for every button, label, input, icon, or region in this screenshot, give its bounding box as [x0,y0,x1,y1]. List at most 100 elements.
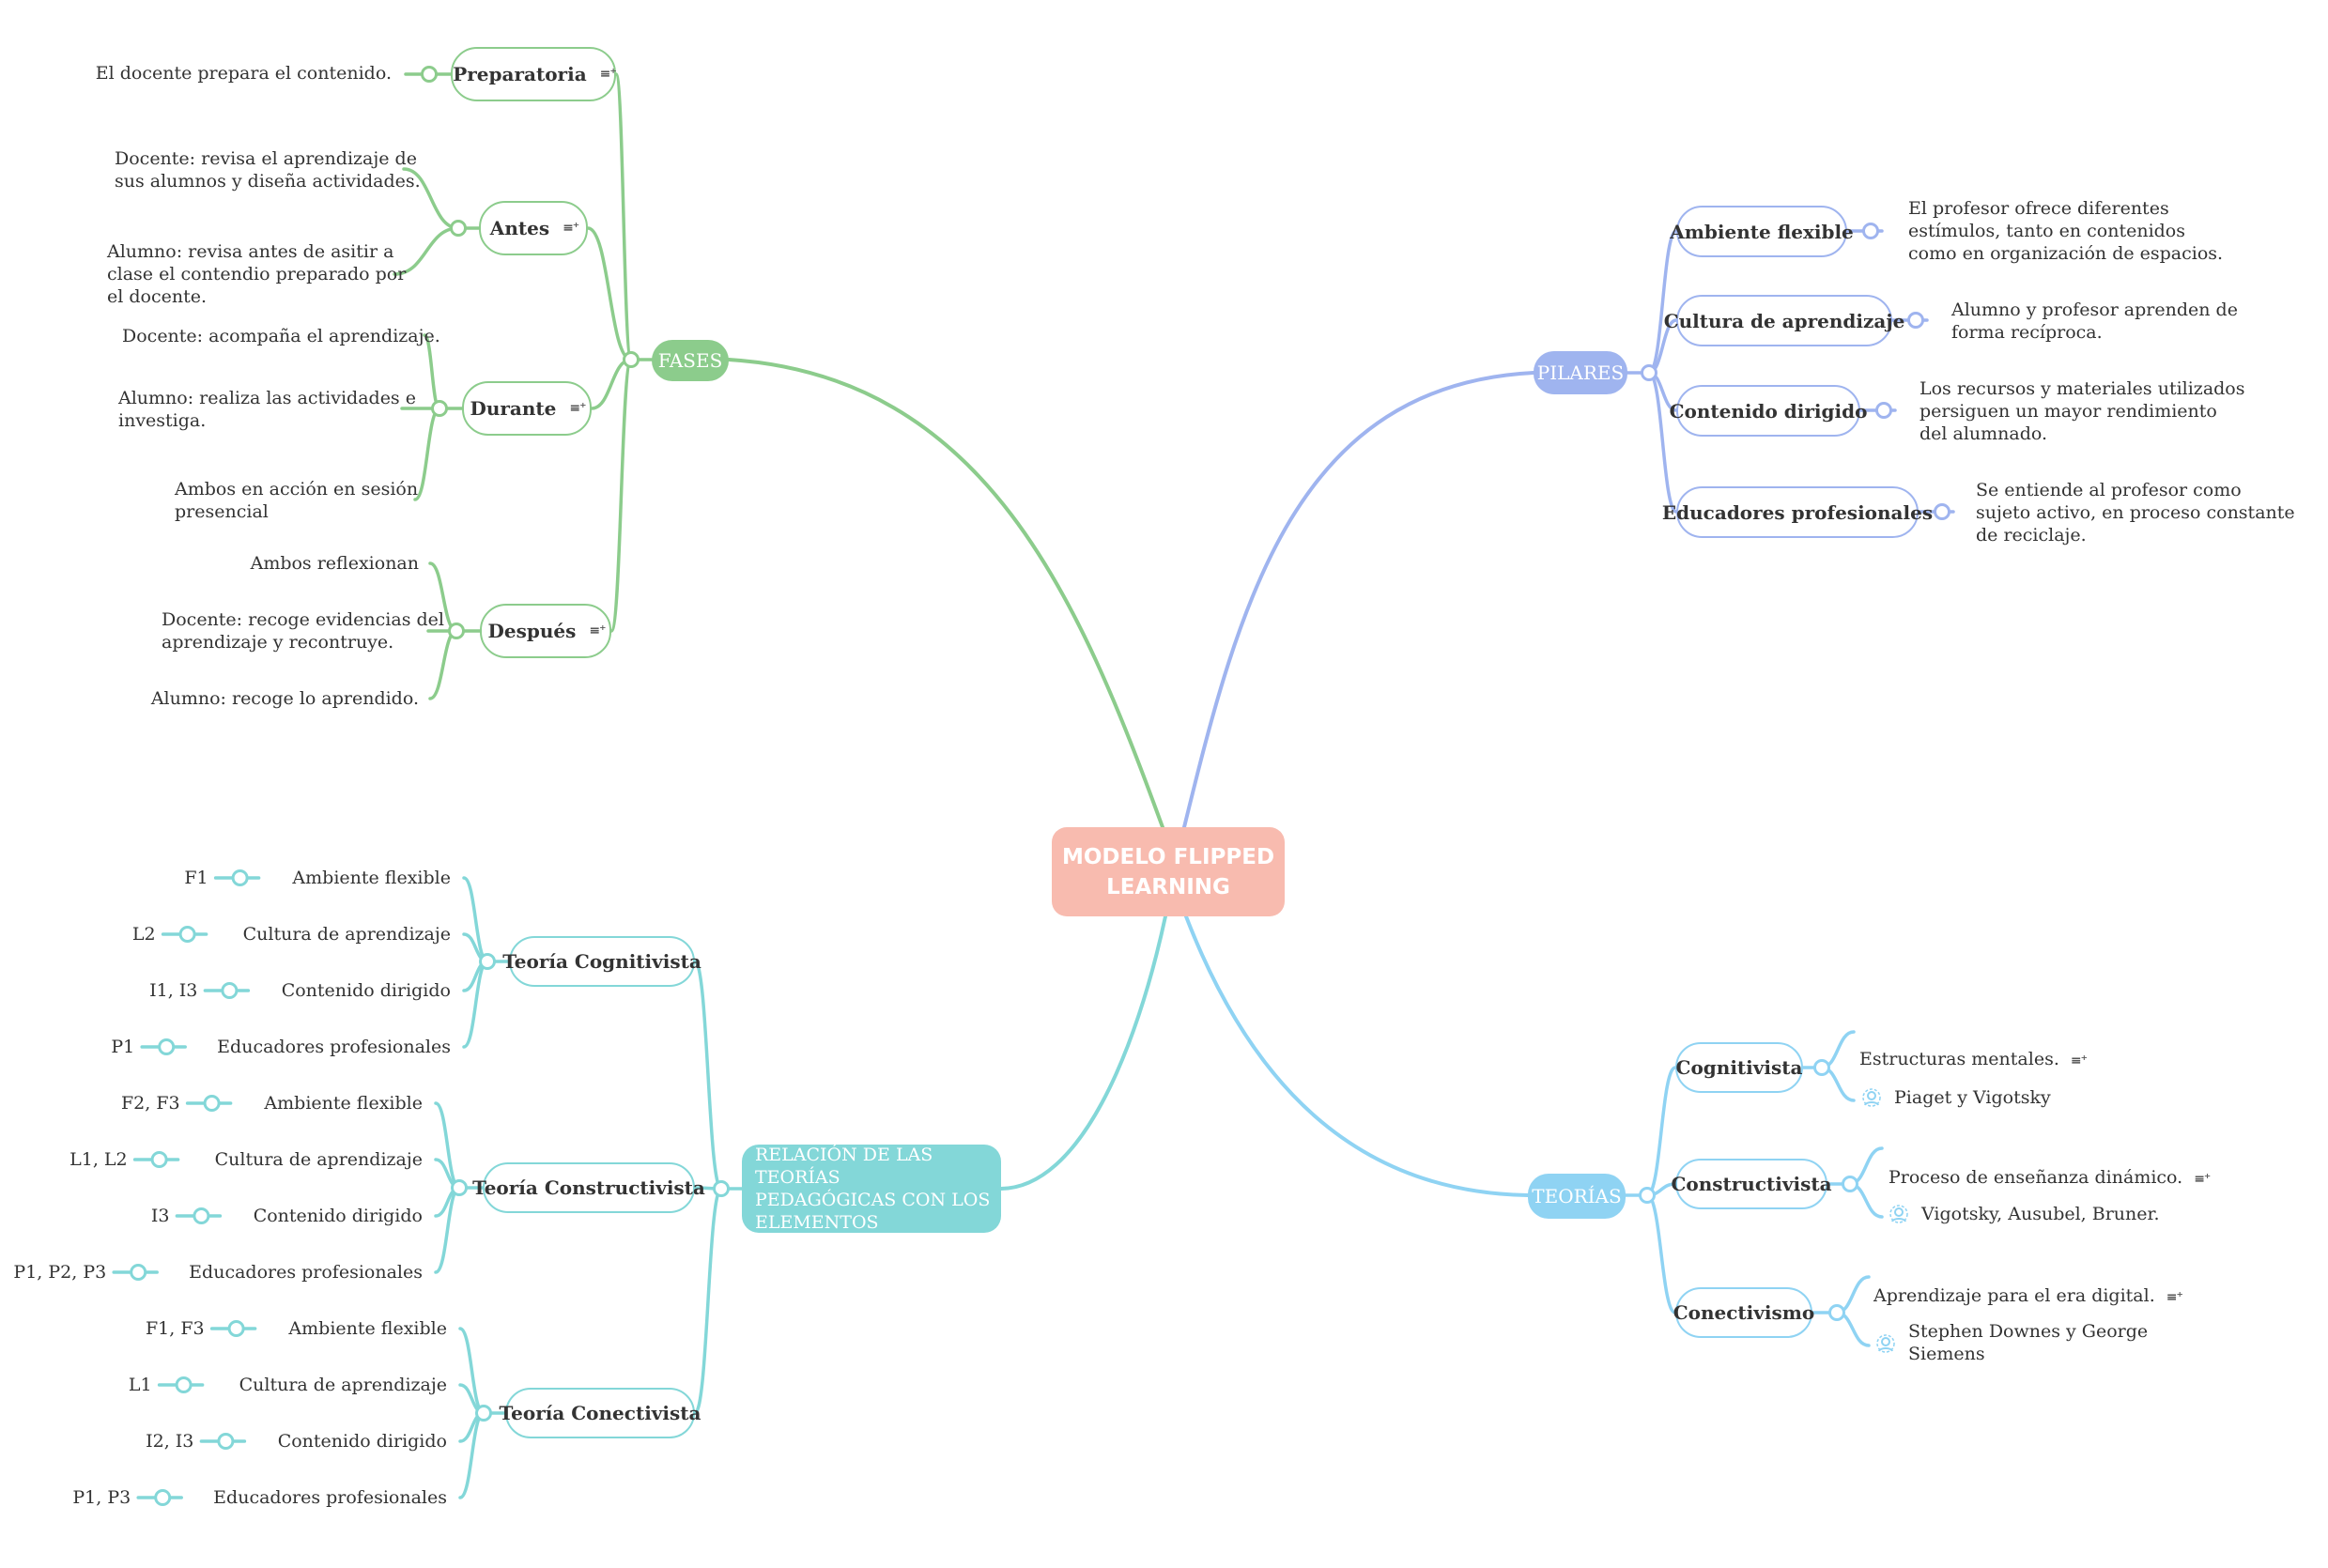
connector-node[interactable] [1641,364,1657,381]
relacion-element: Cultura de aprendizaje [239,1375,447,1395]
branch-relacion-label: RELACIÓN DE LAS TEORÍAS PEDAGÓGICAS CON … [755,1145,991,1233]
group-label: Teoría Conectivista [499,1402,701,1424]
relacion-code: P1, P2, P3 [13,1262,107,1283]
pilar-ambiente-flexible[interactable]: Ambiente flexible [1670,206,1854,257]
branch-teorias[interactable]: TEORÍAS [1528,1174,1626,1219]
connector-node[interactable] [130,1264,147,1281]
desc-text: Aprendizaje para el era digital. [1873,1285,2155,1306]
relacion-code: L1 [128,1375,152,1395]
pilar-educadores-desc: Se entiende al profesor como sujeto acti… [1976,480,2295,546]
connector-node[interactable] [448,623,465,639]
connector-node[interactable] [1639,1187,1656,1204]
relacion-code: P1 [111,1037,135,1057]
notes-icon[interactable]: ≡⁺ [2070,1053,2088,1068]
connector [614,72,633,361]
connector-node[interactable] [623,351,640,368]
notes-icon[interactable]: ≡⁺ [569,401,586,416]
relacion-code: P1, P3 [72,1487,131,1508]
connector-node[interactable] [1934,503,1950,520]
notes-icon[interactable]: ≡⁺ [2166,1290,2183,1305]
pilar-educadores-profesionales[interactable]: Educadores profesionales [1662,486,1933,538]
notes-icon[interactable]: ≡⁺ [599,67,617,82]
teoria-conectivismo[interactable]: Conectivismo [1673,1287,1814,1338]
pilar-label: Educadores profesionales [1661,500,1934,524]
connector-node[interactable] [475,1405,492,1422]
pilar-label: Contenido dirigido [1669,399,1868,423]
connector-node[interactable] [150,1151,168,1168]
relacion-teoria-constructivista[interactable]: Teoría Constructivista [472,1162,705,1213]
pilar-cultura-aprendizaje[interactable]: Cultura de aprendizaje [1664,295,1904,346]
relacion-code: I3 [150,1206,170,1226]
teoria-label: Conectivismo [1673,1301,1815,1324]
connector-node[interactable] [479,953,496,970]
teoria-cognitivista[interactable]: Cognitivista [1675,1042,1803,1093]
desc-text: Proceso de enseñanza dinámico. [1889,1167,2183,1188]
relacion-code: L1, L2 [69,1149,128,1170]
subtopic-label: Durante [470,397,557,420]
notes-icon[interactable]: ≡⁺ [589,623,606,638]
note-despues-docente: Docente: recoge evidencias del aprendiza… [162,609,444,653]
connector-node[interactable] [1842,1176,1858,1192]
connector-node[interactable] [1813,1059,1830,1076]
note-antes-alumno: Alumno: revisa antes de asitir a clase e… [107,241,407,307]
connector-node[interactable] [193,1207,210,1224]
relacion-element: Contenido dirigido [253,1206,423,1226]
pilar-ambiente-desc: El profesor ofrece diferentes estímulos,… [1908,198,2224,264]
connector-node[interactable] [227,1320,245,1337]
subtopic-label: Antes [489,217,550,239]
central-topic[interactable]: MODELO FLIPPED LEARNING [1052,827,1285,916]
relacion-code: I1, I3 [149,980,198,1001]
subtopic-preparatoria[interactable]: Preparatoria ≡⁺ [451,47,617,101]
branch-fases[interactable]: FASES [652,340,729,381]
note-despues-alumno: Alumno: recoge lo aprendido. [150,688,419,709]
notes-icon[interactable]: ≡⁺ [2194,1172,2211,1187]
connector-node[interactable] [1828,1304,1845,1321]
connector-node[interactable] [158,1038,176,1055]
connector-node[interactable] [450,220,467,237]
subtopic-label: Después [487,620,577,642]
conectivismo-authors: Stephen Downes y George Siemens [1908,1321,2149,1364]
connector-node[interactable] [217,1433,235,1450]
connector-node[interactable] [1875,402,1892,419]
teoria-constructivista[interactable]: Constructivista [1671,1159,1832,1209]
connector-node[interactable] [421,66,438,83]
desc-text: Estructuras mentales. [1859,1049,2059,1069]
connector [586,226,633,361]
subtopic-despues[interactable]: Después ≡⁺ [480,604,611,658]
connector [413,407,441,501]
subtopic-antes[interactable]: Antes ≡⁺ [479,201,588,255]
relacion-code: L2 [131,924,156,945]
cognitivista-authors: Piaget y Vigotsky [1894,1087,2051,1108]
connector [693,1187,723,1415]
connector-node[interactable] [231,869,249,886]
branch-pilares[interactable]: PILARES [1534,351,1627,394]
connector-node[interactable] [451,1179,468,1196]
connector-node[interactable] [1907,312,1924,329]
person-icon [1889,1205,1908,1223]
relacion-element: Ambiente flexible [292,868,451,888]
relacion-teoria-cognitivista[interactable]: Teoría Cognitivista [502,936,701,987]
connector-node[interactable] [431,400,448,417]
connector-node[interactable] [221,982,239,999]
notes-icon[interactable]: ≡⁺ [563,221,579,236]
branch-relacion[interactable]: RELACIÓN DE LAS TEORÍAS PEDAGÓGICAS CON … [742,1145,1001,1233]
connector-node[interactable] [154,1489,172,1506]
group-label: Teoría Cognitivista [502,950,701,973]
connector-node[interactable] [713,1180,730,1197]
pilar-contenido-dirigido[interactable]: Contenido dirigido [1670,385,1867,437]
relacion-element: Ambiente flexible [288,1318,447,1339]
connector-node[interactable] [203,1095,221,1112]
connector-node[interactable] [178,926,196,943]
note-antes-docente: Docente: revisa el aprendizaje de sus al… [115,148,421,192]
note-despues-ambos: Ambos reflexionan [250,553,419,574]
relacion-element: Ambiente flexible [264,1093,423,1114]
connector-node[interactable] [175,1376,193,1393]
subtopic-durante[interactable]: Durante ≡⁺ [462,381,592,436]
relacion-teoria-conectivista[interactable]: Teoría Conectivista [500,1388,701,1438]
subtopic-label: Preparatoria [453,63,587,85]
connector-node[interactable] [1862,223,1879,239]
pilar-cultura-desc: Alumno y profesor aprenden de forma recí… [1951,300,2238,343]
constructivista-desc: Proceso de enseñanza dinámico. ≡⁺ [1889,1144,2211,1191]
relacion-code: F1, F3 [145,1318,205,1339]
connector [693,960,723,1191]
